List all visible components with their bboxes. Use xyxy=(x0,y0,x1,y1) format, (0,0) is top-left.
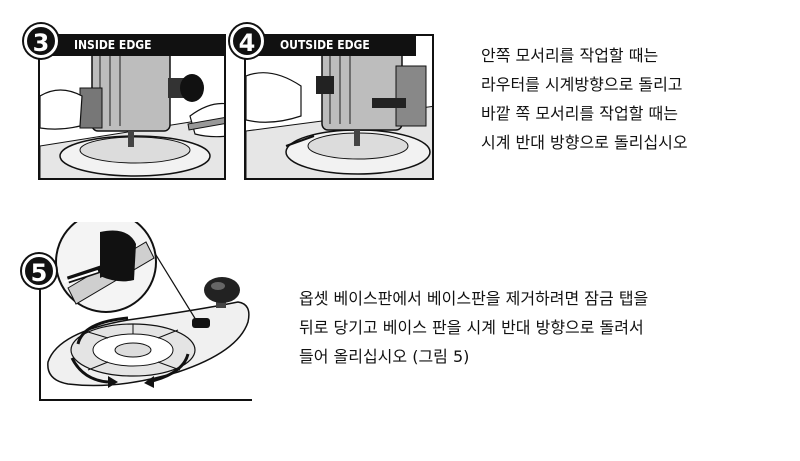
router-outside-edge-illustration xyxy=(246,43,432,178)
figure-5-offset-base xyxy=(38,211,254,402)
instruction-2-line-1: 옵셋 베이스판에서 베이스판을 제거하려면 잠금 탭을 xyxy=(299,289,649,308)
figure-4-label: OUTSIDE EDGE xyxy=(280,38,370,52)
figure-4-header: OUTSIDE EDGE xyxy=(246,36,416,56)
instruction-text-2: 옵셋 베이스판에서 베이스판을 제거하려면 잠금 탭을 뒤로 당기고 베이스 판… xyxy=(299,284,648,371)
figure-3-label: INSIDE EDGE xyxy=(74,38,152,52)
router-inside-edge-illustration xyxy=(40,45,224,178)
instruction-2-line-2: 뒤로 당기고 베이스 판을 시계 반대 방향으로 돌려서 xyxy=(299,318,644,337)
instruction-1-line-1: 안쪽 모서리를 작업할 때는 xyxy=(481,46,659,65)
figure-3-inside-edge: INSIDE EDGE xyxy=(38,34,226,180)
figure-3-header: INSIDE EDGE xyxy=(40,36,224,56)
figure-3-number-badge: 3 xyxy=(24,24,58,58)
offset-base-removal-illustration xyxy=(39,211,252,401)
figure-5-number-badge: 5 xyxy=(22,254,56,288)
instruction-2-line-3: 들어 올리십시오 (그림 5) xyxy=(299,347,470,366)
instruction-1-line-3: 바깥 쪽 모서리를 작업할 때는 xyxy=(481,104,678,123)
figure-4-number-badge: 4 xyxy=(230,24,264,58)
figure-4-outside-edge: OUTSIDE EDGE xyxy=(244,34,434,180)
instruction-1-line-2: 라우터를 시계방향으로 돌리고 xyxy=(481,75,683,94)
instruction-1-line-4: 시계 반대 방향으로 돌리십시오 xyxy=(481,133,688,152)
instruction-text-1: 안쪽 모서리를 작업할 때는 라우터를 시계방향으로 돌리고 바깥 쪽 모서리를… xyxy=(481,41,688,157)
